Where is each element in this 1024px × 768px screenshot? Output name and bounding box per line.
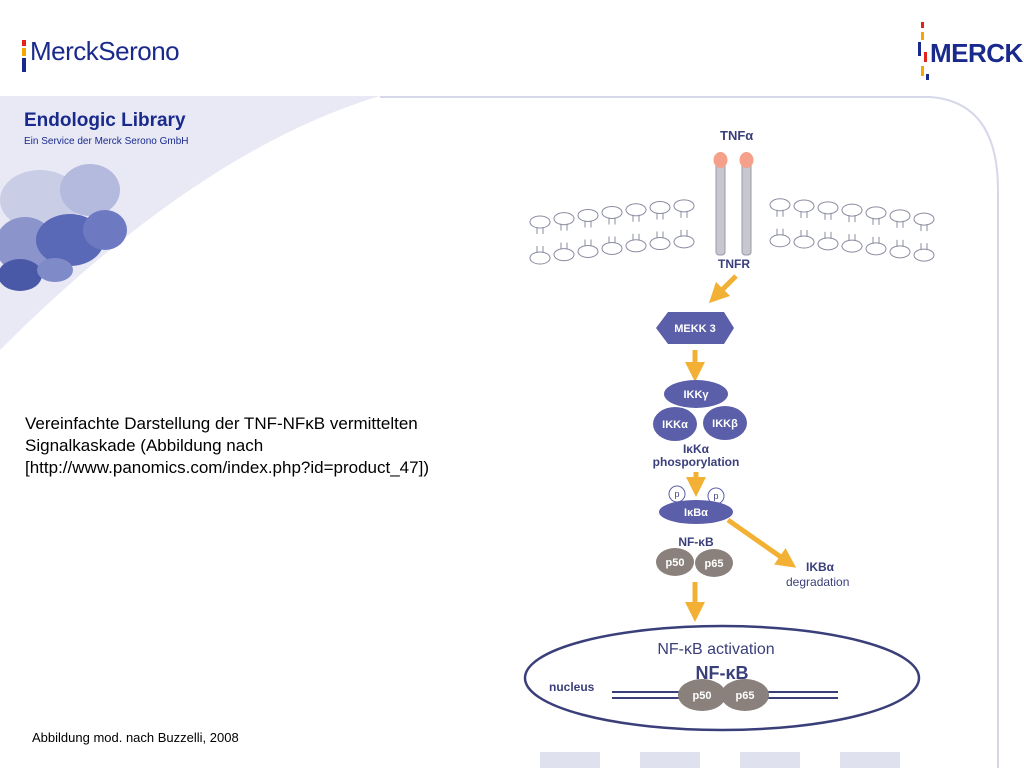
arrow-ikba-degradation bbox=[726, 517, 797, 568]
lipid-head bbox=[529, 215, 551, 229]
lipid-head bbox=[529, 251, 551, 265]
lipid-head bbox=[793, 199, 815, 213]
library-title: Endologic Library bbox=[24, 110, 186, 131]
lipid-head bbox=[889, 245, 911, 259]
degradation-line-2: degradation bbox=[786, 575, 849, 589]
header-band bbox=[0, 96, 1000, 768]
ikk-beta-label: IKKβ bbox=[712, 418, 738, 430]
tnf-ligand-left bbox=[713, 152, 728, 168]
tnf-receptor bbox=[713, 152, 754, 256]
mekk3-node bbox=[656, 312, 734, 344]
ikk-alpha-node bbox=[653, 407, 697, 441]
caption-line-1: Vereinfachte Darstellung der TNF-NFκB ve… bbox=[25, 414, 418, 433]
merck-serono-logo-text: MerckSerono bbox=[30, 36, 180, 66]
protein-structure-image bbox=[0, 164, 127, 291]
nucleus-p65-node bbox=[721, 679, 769, 711]
lipid-head bbox=[793, 235, 815, 249]
degradation-line-1: IKBα bbox=[806, 560, 835, 574]
ikba-label: IκBα bbox=[684, 507, 708, 519]
p65-node bbox=[695, 549, 733, 577]
left-swoosh bbox=[0, 96, 380, 350]
phosphorylation-line-1: IκKα bbox=[683, 442, 710, 456]
caption-line-3: [http://www.panomics.com/index.php?id=pr… bbox=[25, 458, 429, 477]
lipid-head bbox=[625, 239, 647, 253]
nucleus-label: nucleus bbox=[549, 680, 595, 694]
lipid-head bbox=[577, 208, 599, 222]
lipid-head bbox=[625, 203, 647, 217]
p50-label: p50 bbox=[666, 557, 685, 569]
lipid-head bbox=[553, 248, 575, 262]
lipid-head bbox=[913, 212, 935, 226]
lipid-head bbox=[577, 244, 599, 258]
ikk-gamma-node bbox=[664, 380, 728, 408]
lipid-head bbox=[649, 201, 671, 215]
tnf-label: TNFα bbox=[720, 128, 753, 143]
tnfr-label: TNFR bbox=[718, 257, 750, 271]
cell-membrane bbox=[529, 198, 935, 265]
phosphorylation-line-2: phosporylation bbox=[653, 455, 740, 469]
ikk-gamma-label: IKKγ bbox=[683, 389, 709, 401]
library-subtitle: Ein Service der Merck Serono GmbH bbox=[24, 136, 189, 147]
lipid-head bbox=[913, 248, 935, 262]
lipid-head bbox=[841, 239, 863, 253]
arrow-tnfr-mekk3 bbox=[708, 274, 738, 304]
lipid-head bbox=[601, 241, 623, 255]
merck-logo-text: MERCK bbox=[930, 38, 1023, 68]
merck-logo-bars-icon bbox=[918, 22, 929, 80]
tnf-ligand-right bbox=[739, 152, 754, 168]
phosphate-left-label: p bbox=[674, 489, 679, 499]
mekk3-label: MEKK 3 bbox=[674, 323, 716, 335]
merck-logo: MERCK bbox=[914, 22, 1023, 82]
lipid-head bbox=[889, 209, 911, 223]
nucleus-outline bbox=[523, 624, 921, 732]
figure-caption: Vereinfachte Darstellung der TNF-NFκB ve… bbox=[25, 413, 515, 479]
lipid-head bbox=[649, 237, 671, 251]
lipid-head bbox=[865, 206, 887, 220]
lipid-head bbox=[769, 198, 791, 212]
ikba-node bbox=[659, 500, 733, 524]
lipid-head bbox=[817, 237, 839, 251]
nfkb-label: NF-κB bbox=[678, 535, 714, 549]
lipid-head bbox=[841, 203, 863, 217]
ikk-beta-node bbox=[703, 406, 747, 440]
ikk-alpha-label: IKKα bbox=[662, 419, 688, 431]
lipid-head bbox=[817, 201, 839, 215]
lipid-head bbox=[601, 205, 623, 219]
p50-node bbox=[656, 548, 694, 576]
nucleus-nfkb-label: NF-κB bbox=[695, 663, 748, 683]
lipid-head bbox=[553, 212, 575, 226]
nucleus-p50-node bbox=[678, 679, 726, 711]
source-note: Abbildung mod. nach Buzzelli, 2008 bbox=[32, 730, 239, 745]
bottom-stripes bbox=[540, 752, 900, 768]
p65-label: p65 bbox=[705, 558, 724, 570]
lipid-head bbox=[865, 242, 887, 256]
nucleus-p65-label: p65 bbox=[736, 690, 755, 702]
lipid-head bbox=[673, 235, 695, 249]
nucleus-p50-label: p50 bbox=[693, 690, 712, 702]
phosphate-right-label: p bbox=[713, 491, 718, 501]
lipid-head bbox=[673, 199, 695, 213]
right-frame-line bbox=[380, 96, 999, 768]
activation-label: NF-κB activation bbox=[657, 641, 774, 658]
caption-line-2: Signalkaskade (Abbildung nach bbox=[25, 436, 264, 455]
lipid-head bbox=[769, 234, 791, 248]
